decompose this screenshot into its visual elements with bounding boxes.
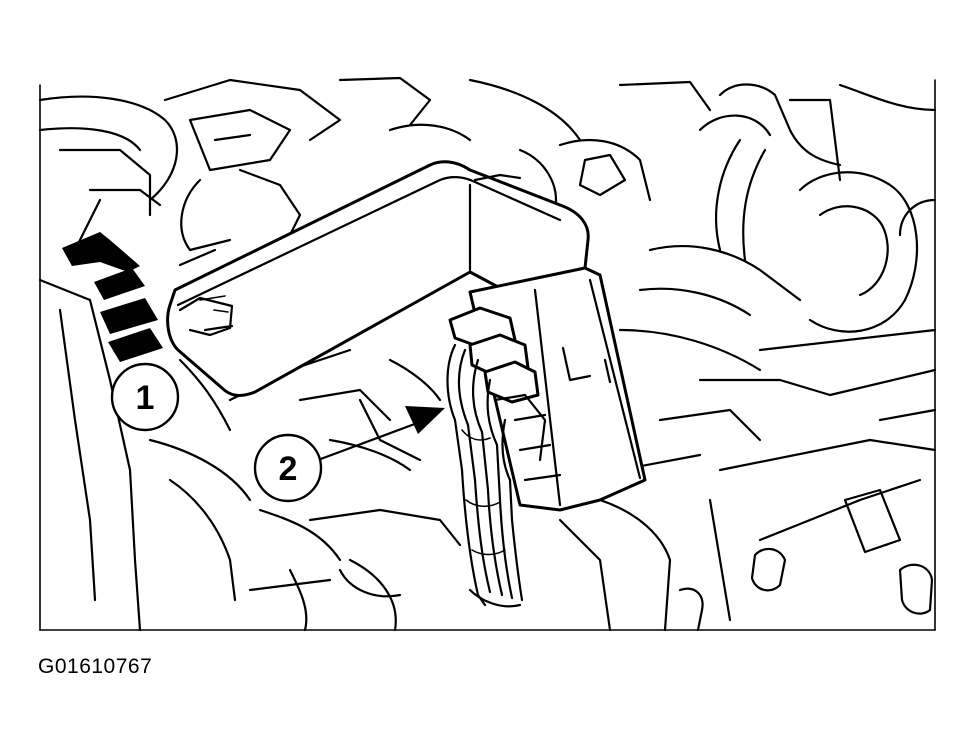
callout-1-circle bbox=[110, 362, 180, 432]
engine-background-linework bbox=[38, 76, 937, 632]
callout-1: 1 bbox=[110, 362, 180, 432]
wiring-harness bbox=[446, 343, 524, 608]
callout-2-leader bbox=[316, 406, 445, 462]
callout-2: 2 bbox=[253, 433, 323, 503]
connector-body bbox=[448, 266, 647, 512]
figure-id-label: G01610767 bbox=[38, 655, 153, 678]
direction-arrow bbox=[62, 232, 163, 362]
callout-1-number: 1 bbox=[136, 379, 155, 417]
callout-2-number: 2 bbox=[279, 450, 298, 488]
callout-2-circle bbox=[253, 433, 323, 503]
